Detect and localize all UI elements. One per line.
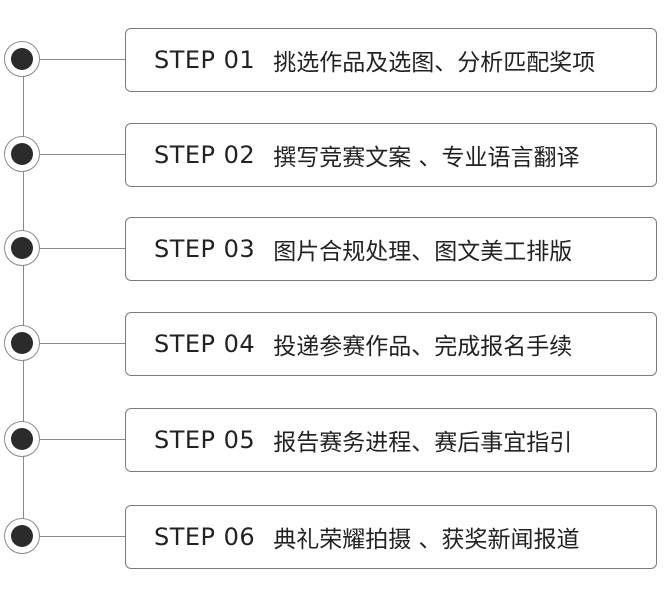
timeline-node-dot [11, 48, 33, 70]
timeline-line [23, 61, 24, 537]
step-row-6: STEP 06 典礼荣耀拍摄 、获奖新闻报道 [0, 505, 666, 571]
timeline-node [4, 230, 40, 266]
step-box: STEP 05 报告赛务进程、赛后事宜指引 [125, 408, 657, 472]
step-text: 典礼荣耀拍摄 、获奖新闻报道 [273, 527, 580, 553]
step-label: STEP 04 [154, 330, 256, 358]
step-row-1: STEP 01 挑选作品及选图、分析匹配奖项 [0, 28, 666, 94]
connector-line [40, 248, 126, 249]
step-text: 报告赛务进程、赛后事宜指引 [273, 430, 573, 456]
step-text: 撰写竞赛文案 、专业语言翻译 [273, 145, 580, 171]
step-label: STEP 01 [154, 46, 256, 74]
connector-line [40, 536, 126, 537]
step-box: STEP 02 撰写竞赛文案 、专业语言翻译 [125, 123, 657, 187]
timeline-node [4, 421, 40, 457]
step-label: STEP 06 [154, 523, 256, 551]
step-label: STEP 02 [154, 141, 256, 169]
timeline-node-dot [11, 525, 33, 547]
step-row-2: STEP 02 撰写竞赛文案 、专业语言翻译 [0, 123, 666, 189]
timeline-node-dot [11, 237, 33, 259]
timeline-node [4, 41, 40, 77]
timeline-node-dot [11, 332, 33, 354]
connector-line [40, 154, 126, 155]
step-box: STEP 04 投递参赛作品、完成报名手续 [125, 312, 657, 376]
step-row-4: STEP 04 投递参赛作品、完成报名手续 [0, 312, 666, 378]
connector-line [40, 343, 126, 344]
step-box: STEP 01 挑选作品及选图、分析匹配奖项 [125, 28, 657, 92]
timeline-node [4, 325, 40, 361]
step-label: STEP 03 [154, 235, 256, 263]
timeline-node-dot [11, 428, 33, 450]
step-row-5: STEP 05 报告赛务进程、赛后事宜指引 [0, 408, 666, 474]
step-text: 图片合规处理、图文美工排版 [273, 239, 573, 265]
connector-line [40, 59, 126, 60]
timeline-node [4, 518, 40, 554]
step-box: STEP 06 典礼荣耀拍摄 、获奖新闻报道 [125, 505, 657, 569]
step-text: 投递参赛作品、完成报名手续 [273, 334, 573, 360]
step-box: STEP 03 图片合规处理、图文美工排版 [125, 217, 657, 281]
connector-line [40, 439, 126, 440]
timeline-node-dot [11, 143, 33, 165]
step-label: STEP 05 [154, 426, 256, 454]
timeline-node [4, 136, 40, 172]
step-text: 挑选作品及选图、分析匹配奖项 [273, 50, 596, 76]
step-row-3: STEP 03 图片合规处理、图文美工排版 [0, 217, 666, 283]
